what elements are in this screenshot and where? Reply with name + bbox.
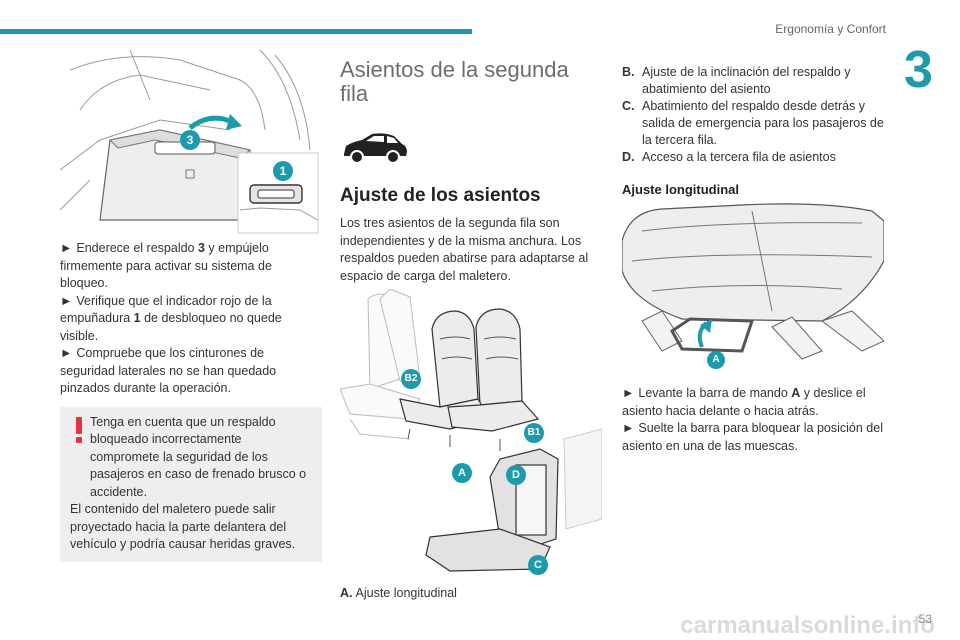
intro-paragraph: Los tres asientos de la segunda fila son… xyxy=(340,216,589,283)
car-suv-icon xyxy=(344,133,407,164)
badge-c: C xyxy=(528,555,548,575)
page-number: 53 xyxy=(918,612,932,626)
bullets-left: ►Enderece el respaldo 3 y empújelo firme… xyxy=(60,240,322,398)
badge-1: 1 xyxy=(273,161,293,181)
section-header: Ergonomía y Confort xyxy=(775,22,886,36)
badge-b1: B1 xyxy=(524,423,544,443)
watermark: carmanualsonline.info xyxy=(680,612,935,639)
column-left: 3 1 ►Enderece el respaldo 3 y empújelo f… xyxy=(59,49,322,562)
chapter-number: 3 xyxy=(904,41,933,99)
warning-text-1: Tenga en cuenta que un respaldo bloquead… xyxy=(90,414,307,499)
bullet-item: ►Compruebe que los cinturones de segurid… xyxy=(60,346,277,395)
bullet-item: ►Enderece el respaldo 3 y empújelo firme… xyxy=(60,241,272,290)
badge-a: A xyxy=(452,463,472,483)
section-subtitle: Ajuste de los asientos xyxy=(340,185,541,206)
legend-item: B.Ajuste de la inclinación del respaldo … xyxy=(622,65,851,96)
bullet-item: ►Verifique que el indicador rojo de la e… xyxy=(60,293,282,343)
warning-note: Tenga en cuenta que un respaldo bloquead… xyxy=(60,406,322,562)
badge-d: D xyxy=(506,465,526,485)
figure-seatback-lock: 3 1 xyxy=(59,49,322,236)
legend-item: C.Abatimiento del respaldo desde detrás … xyxy=(622,99,884,147)
header-rule xyxy=(0,29,472,34)
badge-a-slide: A xyxy=(707,351,725,369)
subheading-longitudinal: Ajuste longitudinal xyxy=(622,182,739,197)
badge-3: 3 xyxy=(180,130,200,150)
figure-second-row-seats: B2 B1 A D C xyxy=(339,288,603,581)
bullet-item: ►Suelte la barra para bloquear la posici… xyxy=(622,421,883,453)
bench-illustration xyxy=(339,288,603,572)
slide-illustration xyxy=(621,203,885,360)
section-title: Asientos de la segunda fila xyxy=(340,57,569,106)
figure-caption: A.Ajuste longitudinal xyxy=(340,586,457,600)
legend-item: D.Acceso a la tercera fila de asientos xyxy=(622,150,836,164)
column-middle: Asientos de la segunda fila Ajuste de lo… xyxy=(339,50,603,603)
legend-list: B.Ajuste de la inclinación del respaldo … xyxy=(622,64,884,166)
exclamation-icon xyxy=(76,416,82,443)
figure-longitudinal-adjust: A xyxy=(621,201,885,369)
warning-text-2: El contenido del maletero puede salir pr… xyxy=(70,502,296,551)
bullets-right: ►Levante la barra de mando A y deslice e… xyxy=(622,385,884,455)
column-right: B.Ajuste de la inclinación del respaldo … xyxy=(621,50,885,455)
badge-b2: B2 xyxy=(401,369,421,389)
bullet-item: ►Levante la barra de mando A y deslice e… xyxy=(622,386,866,418)
